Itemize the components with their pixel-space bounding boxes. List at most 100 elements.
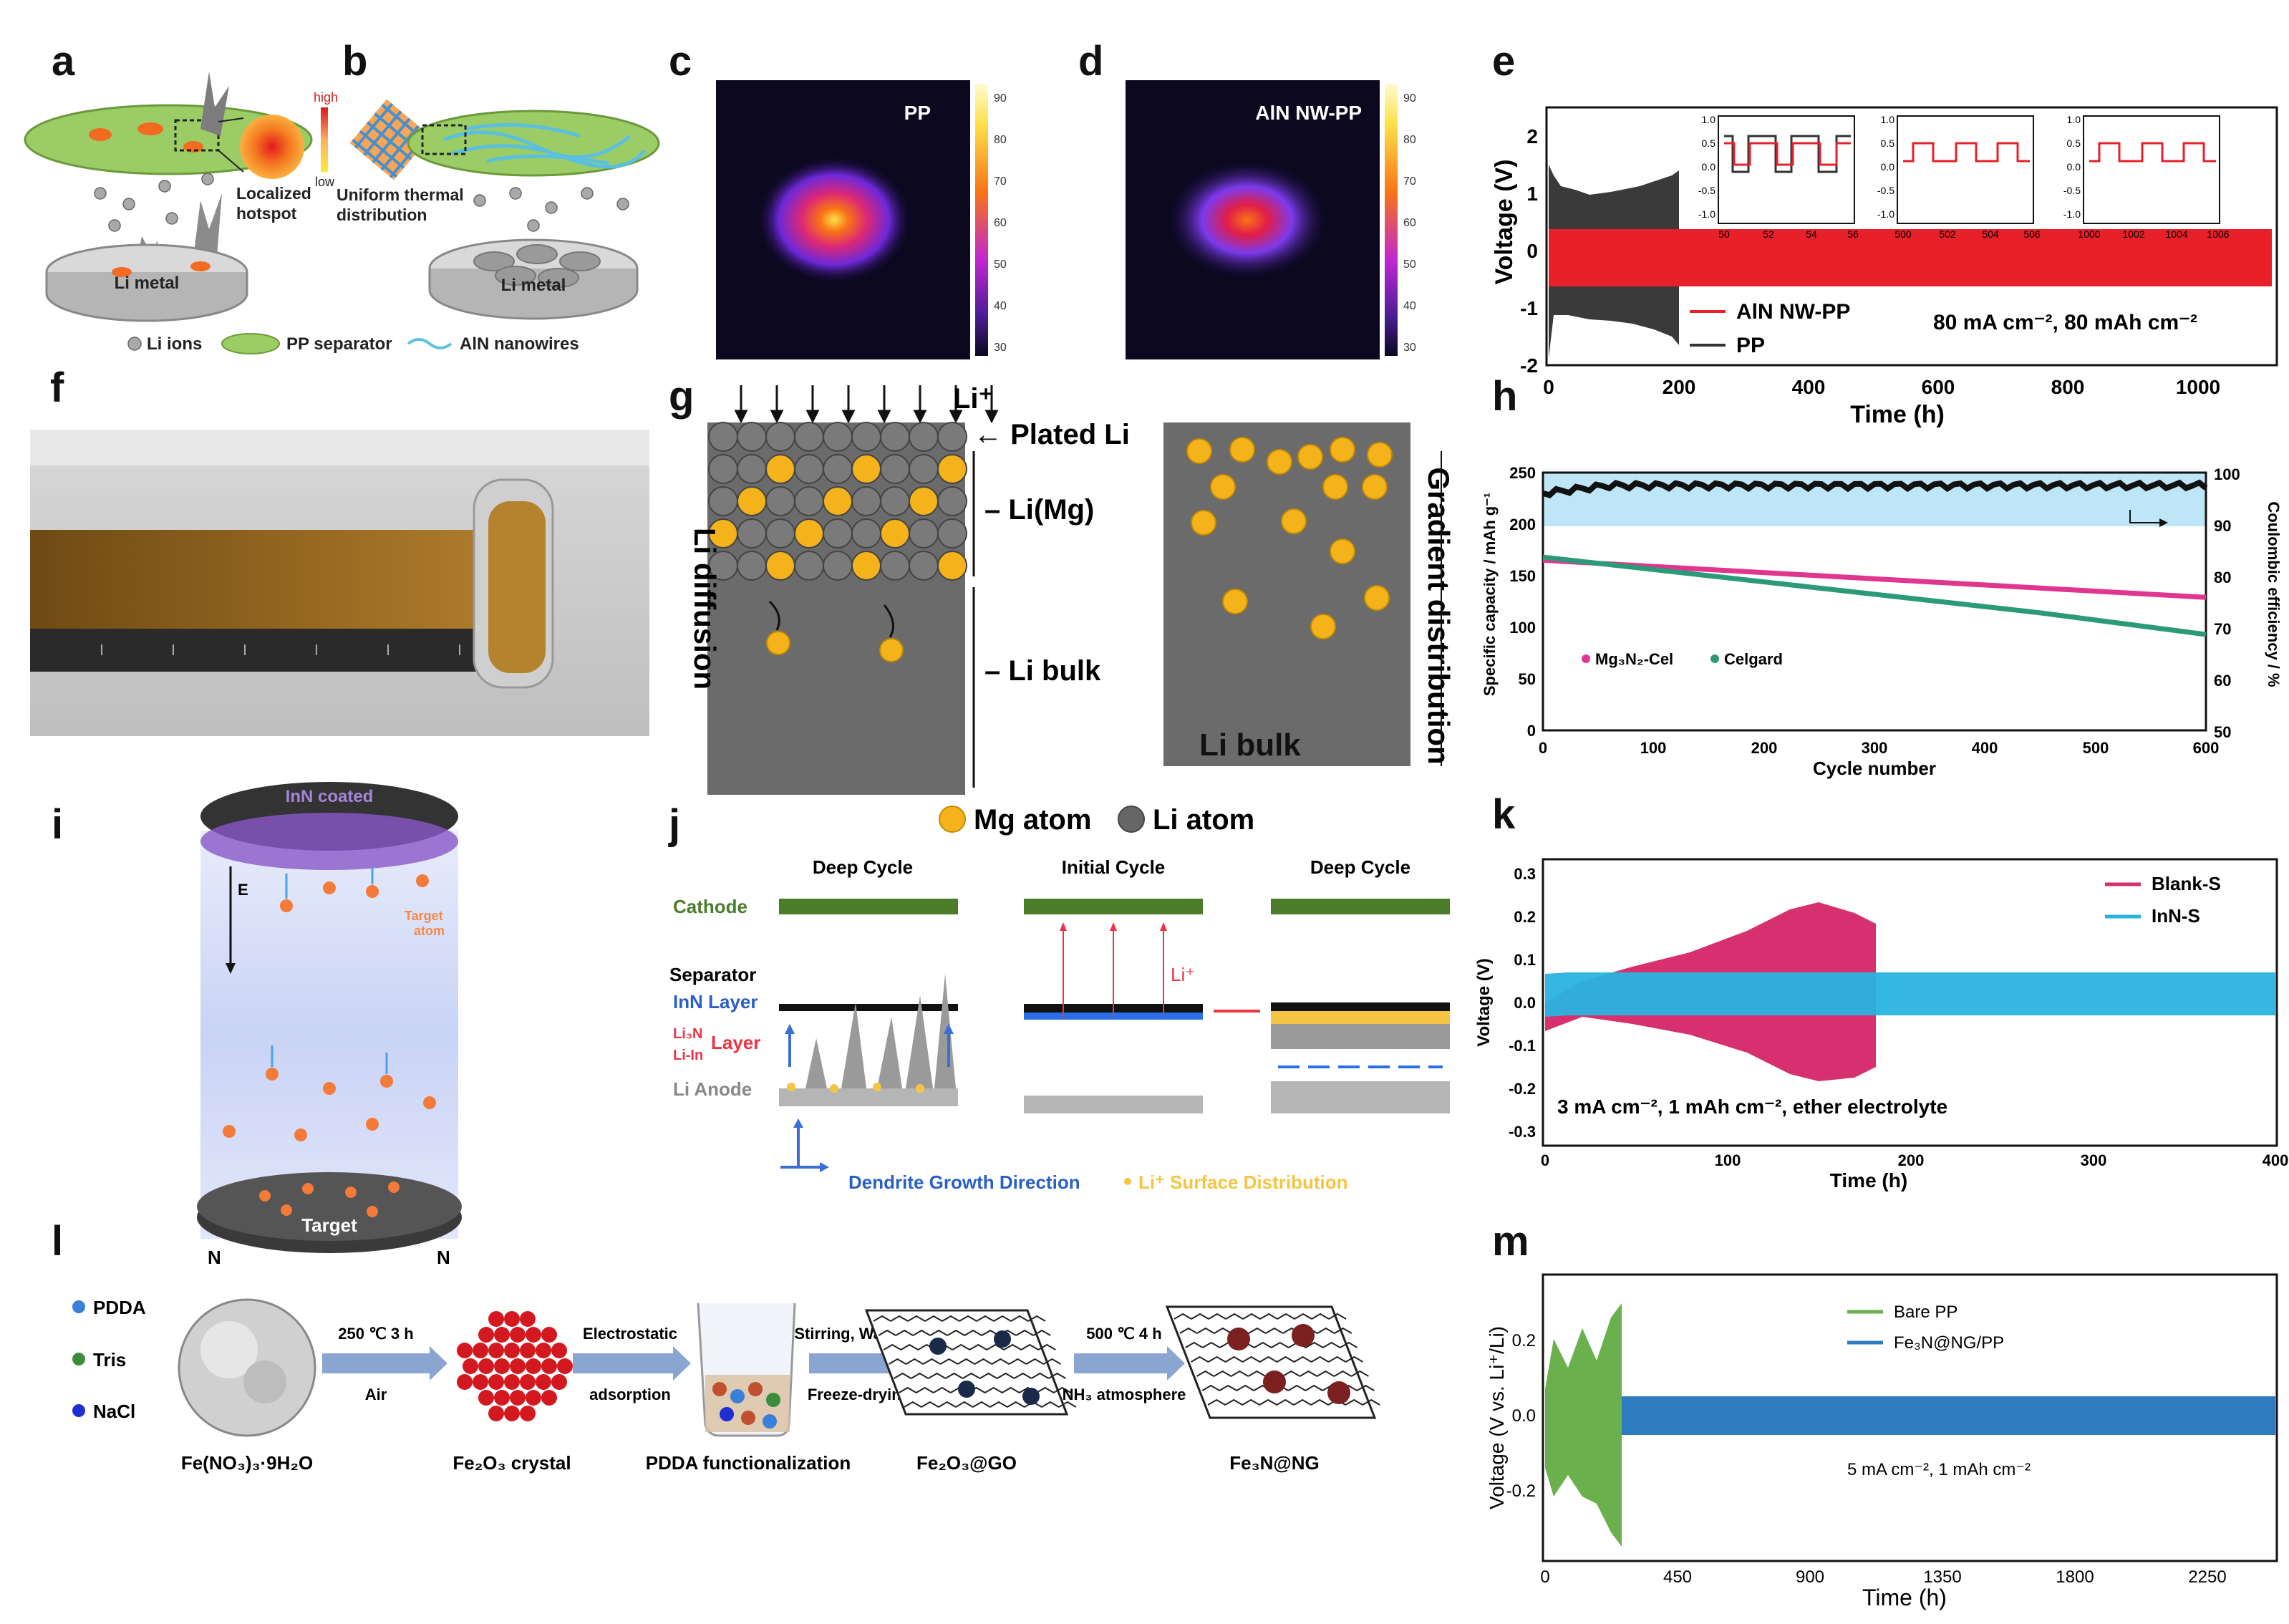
fe2o3-particle [488, 1374, 504, 1390]
l-step1-bottom: Air [365, 1386, 387, 1403]
mg-atom-legend-icon [939, 806, 966, 833]
e-legend-pp: PP [1736, 334, 1765, 357]
li-atom [909, 518, 939, 548]
k-ytick: -0.2 [1509, 1080, 1536, 1098]
fe2o3-particle [520, 1343, 536, 1358]
li-atom [737, 422, 767, 452]
panel-l-scheme: PDDA Tris NaCl Fe(NO₃)₃·9H₂O 250 ℃ 3 h A… [72, 1297, 1380, 1474]
k-ytick: -0.1 [1509, 1037, 1536, 1055]
fe2o3-particle [551, 1343, 567, 1358]
h-legend-mg-swatch [1582, 654, 1590, 663]
l-legend-tris: Tris [93, 1349, 126, 1371]
l-step3-bottom: Freeze-drying [808, 1386, 911, 1403]
h-ytick-left: 50 [1519, 670, 1536, 688]
e-legend-aln: AlN NW-PP [1736, 300, 1850, 324]
h-ytick-left: 0 [1527, 722, 1536, 740]
h-ytick-left: 250 [1509, 464, 1536, 482]
h-ce-band [1543, 473, 2206, 526]
fe2o3-particle [504, 1343, 520, 1358]
panel-label-h: h [1492, 373, 1518, 420]
l-step2-bottom: adsorption [589, 1386, 671, 1403]
colorbar-tick: 40 [1403, 300, 1416, 312]
li-atom [708, 486, 738, 516]
li-atom [880, 422, 910, 452]
k-legend-blank: Blank-S [2152, 873, 2221, 894]
tris-legend-icon [72, 1353, 85, 1366]
li-atom [737, 518, 767, 548]
panel-label-i: i [52, 801, 64, 848]
panel-k-chart: Voltage (V) 0.3 0.2 0.1 0.0 -0.1 -0.2 -0… [1474, 858, 2288, 1192]
i-target: Target [301, 1214, 357, 1236]
e-inset-ytick: 0.5 [2067, 137, 2081, 149]
li-metal-label-b: Li metal [501, 276, 566, 295]
panel-label-c: c [669, 38, 692, 84]
hotspot-d [1165, 159, 1330, 281]
l-step4-top: 500 ℃ 4 h [1086, 1325, 1161, 1343]
fe2o3-particle [494, 1327, 510, 1343]
e-inset-ytick: 1.0 [1702, 114, 1716, 125]
arrow-step-4 [1074, 1353, 1167, 1373]
j-layer: Layer [711, 1032, 760, 1053]
h-xtick: 400 [1972, 739, 1998, 757]
i-n-left: N [208, 1247, 221, 1268]
j-dendrite-dir: Dendrite Growth Direction [848, 1171, 1080, 1193]
panel-label-e: e [1492, 38, 1516, 84]
mg-atom [851, 551, 881, 581]
arrow-step-2 [573, 1353, 673, 1373]
e-inset-3: 1000 1002 1004 1006 1.0 0.5 0.0 -0.5 -1.… [2063, 114, 2230, 240]
cathode-bar [779, 899, 958, 914]
panel-c-thermal: PP 90 80 70 60 50 40 30 [716, 80, 1007, 359]
fe2o3-crystal [457, 1311, 573, 1421]
g-plated-li: ← Plated Li [974, 419, 1130, 450]
panel-label-a: a [52, 38, 75, 84]
e-inset-xtick: 1006 [2207, 228, 2229, 240]
h-xtick: 600 [2193, 739, 2220, 757]
e-xtick: 600 [1922, 376, 1955, 398]
m-condition: 5 mA cm⁻², 1 mAh cm⁻² [1847, 1460, 2031, 1479]
fe2o3-particle [478, 1390, 494, 1406]
h-xtick: 0 [1539, 739, 1547, 757]
e-inset-xtick: 506 [2023, 228, 2041, 240]
k-ytick: -0.3 [1509, 1123, 1536, 1141]
m-ytick: 0.0 [1512, 1406, 1536, 1426]
k-condition: 3 mA cm⁻², 1 mAh cm⁻², ether electrolyte [1557, 1096, 1947, 1118]
li-atom [880, 551, 910, 581]
g-li-mg: – Li(Mg) [984, 494, 1094, 526]
e-ytick: -2 [1520, 354, 1538, 377]
e-ytick: 0 [1526, 240, 1538, 262]
fe2o3-particle [520, 1374, 536, 1390]
fe2o3-particle [510, 1327, 526, 1343]
e-condition: 80 mA cm⁻², 80 mAh cm⁻² [1933, 311, 2197, 334]
e-inset-xtick: 54 [1806, 228, 1817, 240]
cathode-bar [1271, 899, 1450, 914]
pdda-legend-icon [72, 1300, 85, 1313]
e-inset-ytick: 0.5 [1702, 137, 1716, 149]
li-atom [708, 422, 738, 452]
l-step4-bottom: NH₃ atmosphere [1063, 1386, 1186, 1403]
fe2o3-particle [463, 1358, 478, 1374]
li-atom [937, 486, 967, 516]
h-ytick-right: 70 [2214, 620, 2231, 638]
m-xlabel: Time (h) [1862, 1585, 1947, 1610]
fe2o3-particle [488, 1406, 504, 1421]
thermal-title-d: AlN NW-PP [1255, 102, 1362, 124]
colorbar-tick: 60 [1403, 217, 1416, 229]
panel-e-chart: Voltage (V) 2 1 0 -1 -2 0 200 400 600 80… [1491, 106, 2278, 428]
fe2o3-go-sheet [864, 1309, 1077, 1416]
ruler [30, 629, 546, 672]
li-atom [765, 486, 795, 516]
colorbar-tick: 50 [994, 258, 1007, 271]
li-atom-grid [708, 422, 967, 581]
nanowire-legend-icon [407, 338, 453, 349]
h-axes [1542, 471, 2207, 732]
e-xtick: 1000 [2176, 376, 2220, 398]
h-legend-mg: Mg₃N₂-Cel [1595, 650, 1673, 668]
li-atom [909, 422, 939, 452]
e-inset-ytick: 0.0 [2067, 161, 2081, 173]
h-xtick: 200 [1751, 739, 1778, 757]
mg-atom [823, 486, 853, 516]
nacl-legend-icon [72, 1404, 85, 1417]
fe2o3-particle [541, 1327, 557, 1343]
j-cathode: Cathode [673, 896, 747, 917]
h-celgard-series [1542, 554, 2207, 637]
